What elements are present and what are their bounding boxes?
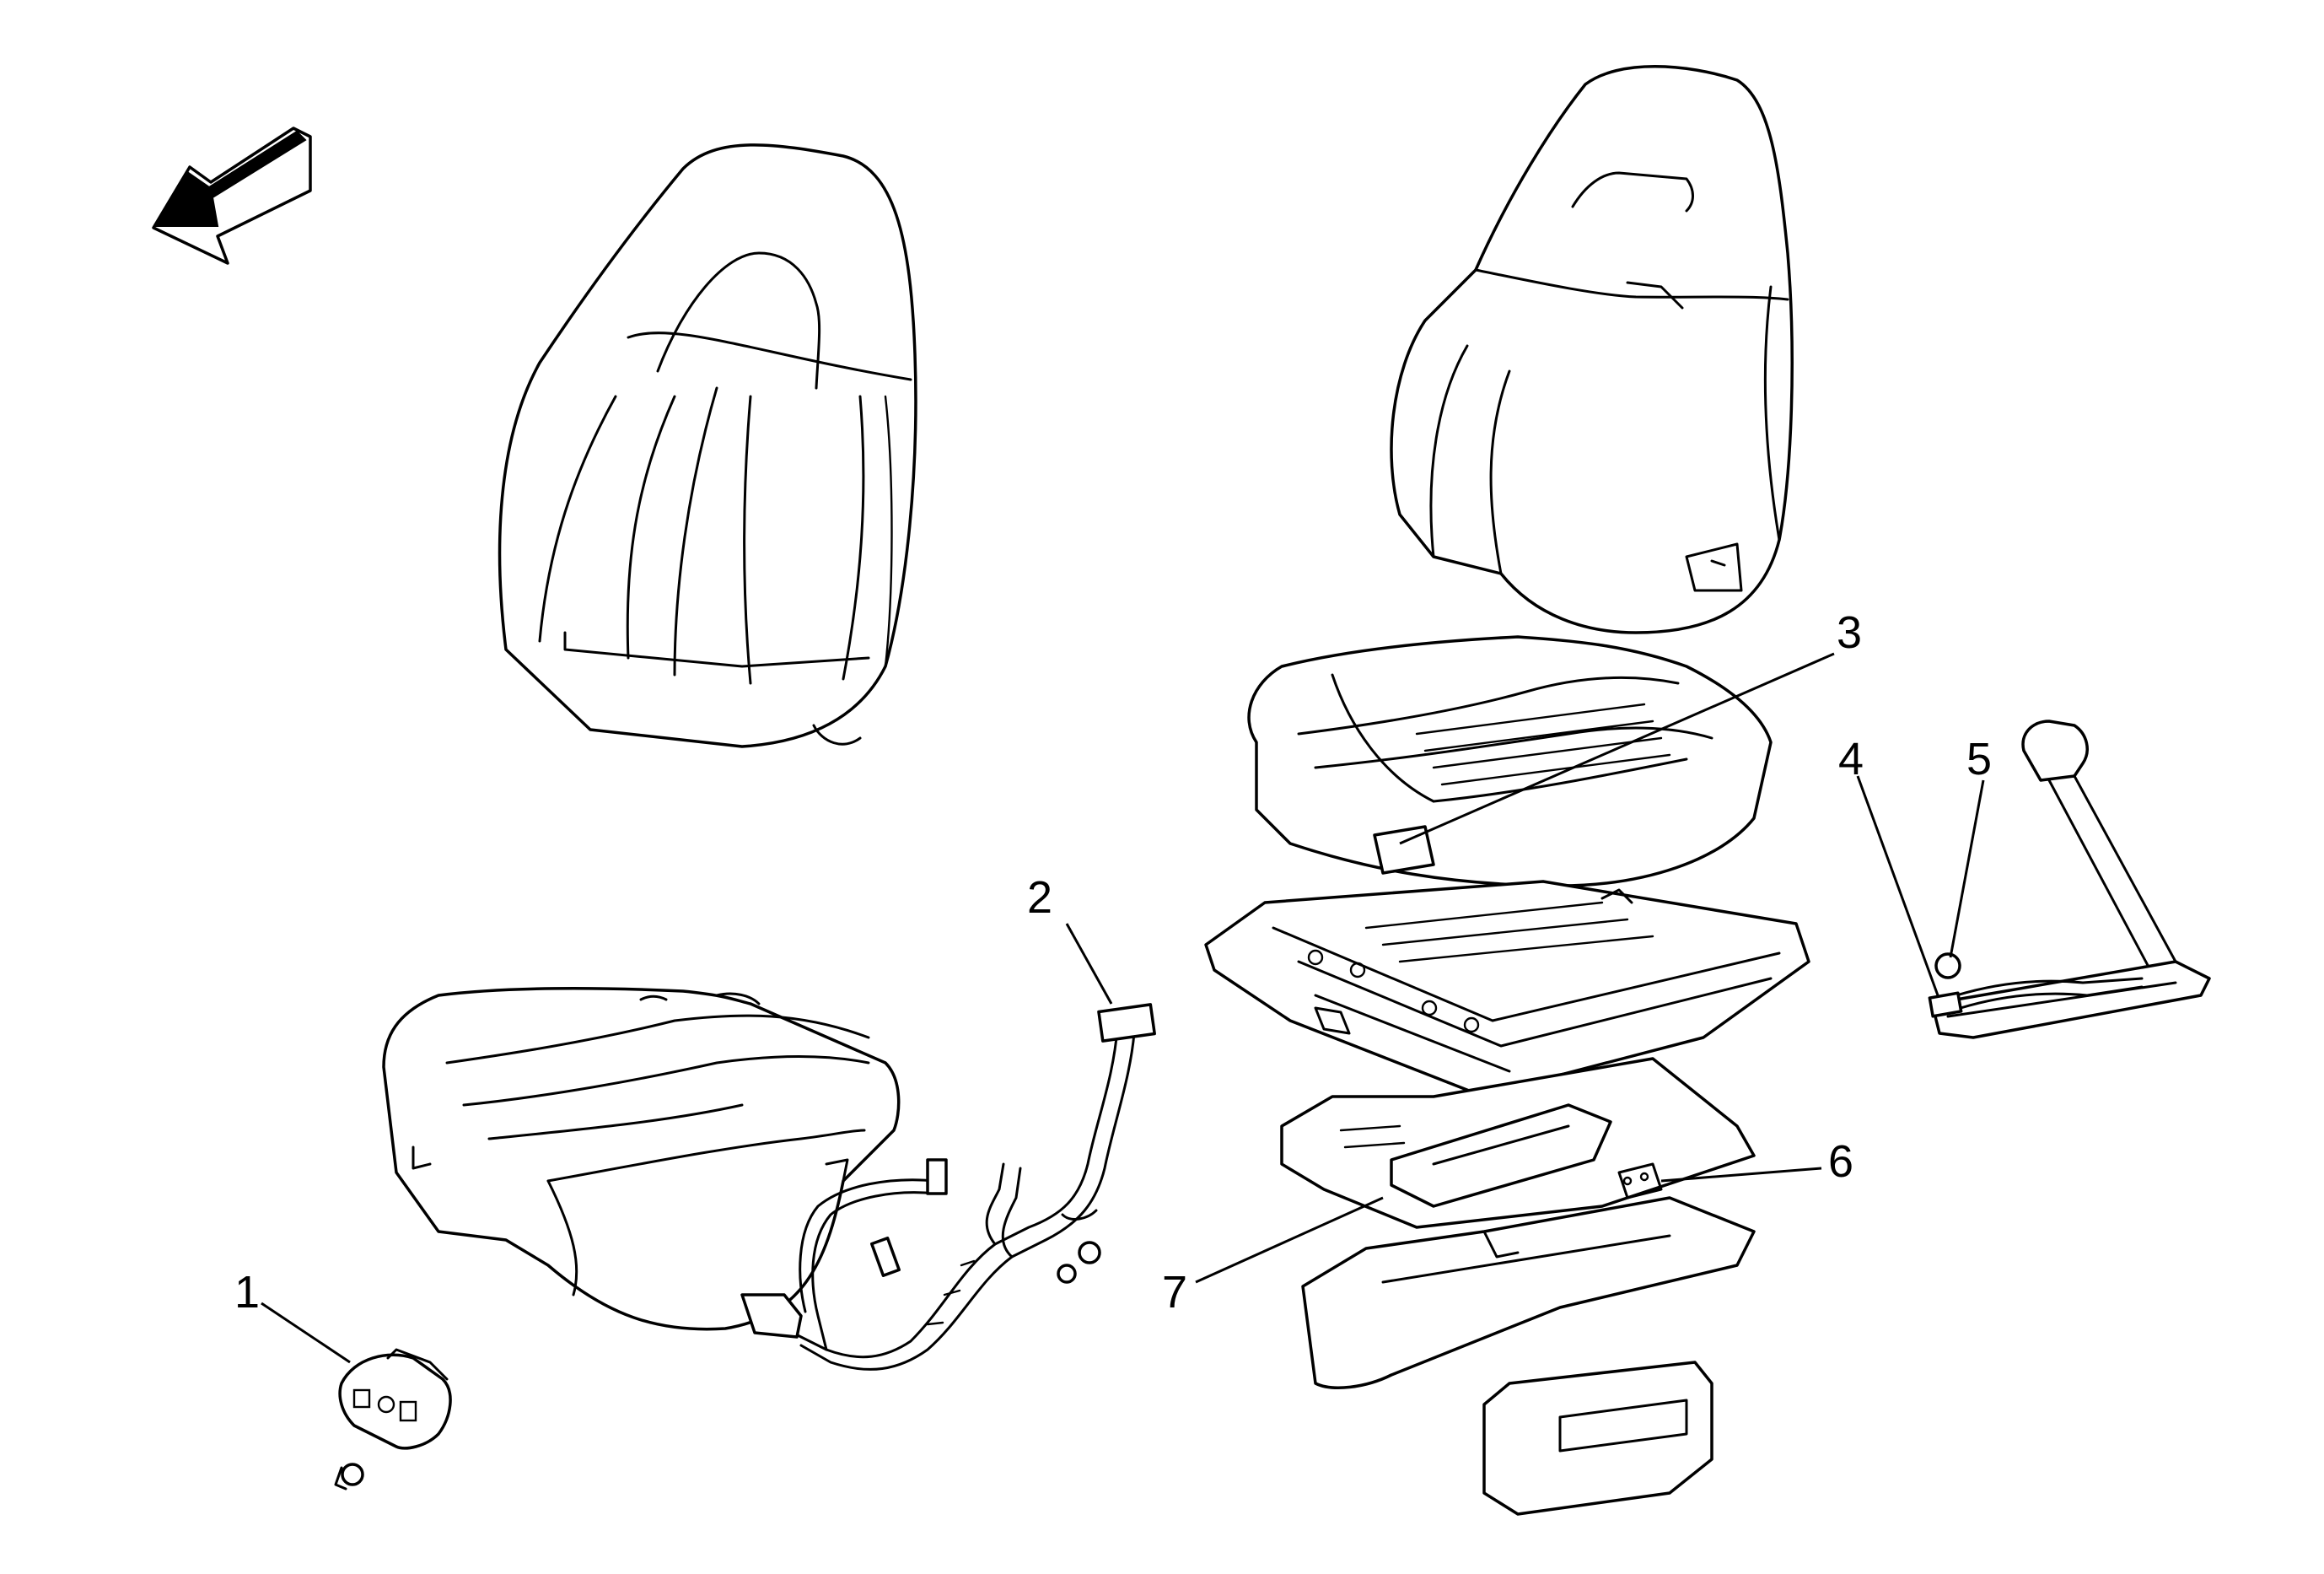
- callout-2: 2: [1027, 872, 1052, 923]
- switch-screw: [334, 1463, 364, 1490]
- left-seat-cushion-cover: [382, 986, 901, 1331]
- seat-riser-cover: [1301, 1196, 1756, 1389]
- leader-7: [1195, 1196, 1384, 1284]
- seat-adjuster: [1280, 1057, 1756, 1229]
- leader-lines: [261, 652, 1985, 1364]
- callout-4: 4: [1838, 734, 1864, 784]
- callouts: 1 2 3 4 5 6 7: [234, 607, 1992, 1318]
- callout-5: 5: [1966, 734, 1992, 784]
- seat-switch: [338, 1348, 452, 1450]
- leader-4: [1856, 775, 1939, 996]
- seat-cushion: [1247, 635, 1773, 887]
- callout-1: 1: [234, 1267, 260, 1318]
- callout-7: 7: [1162, 1267, 1187, 1318]
- leader-5: [1949, 779, 1985, 958]
- leader-6: [1660, 1167, 1822, 1183]
- leader-3: [1399, 652, 1835, 845]
- callout-3: 3: [1837, 607, 1862, 658]
- left-seat-back-cover: [498, 143, 917, 748]
- leader-1: [261, 1302, 351, 1364]
- leader-2: [1065, 923, 1113, 1005]
- right-seat-back: [1390, 65, 1794, 634]
- callout-6: 6: [1828, 1136, 1853, 1187]
- seat-belt-buckle: [1928, 720, 2211, 1039]
- wiring-harness: [740, 1003, 1156, 1371]
- seat-frame: [1204, 880, 1810, 1098]
- seat-riser-end-cover: [1482, 1361, 1713, 1516]
- direction-arrow-icon: [152, 127, 312, 265]
